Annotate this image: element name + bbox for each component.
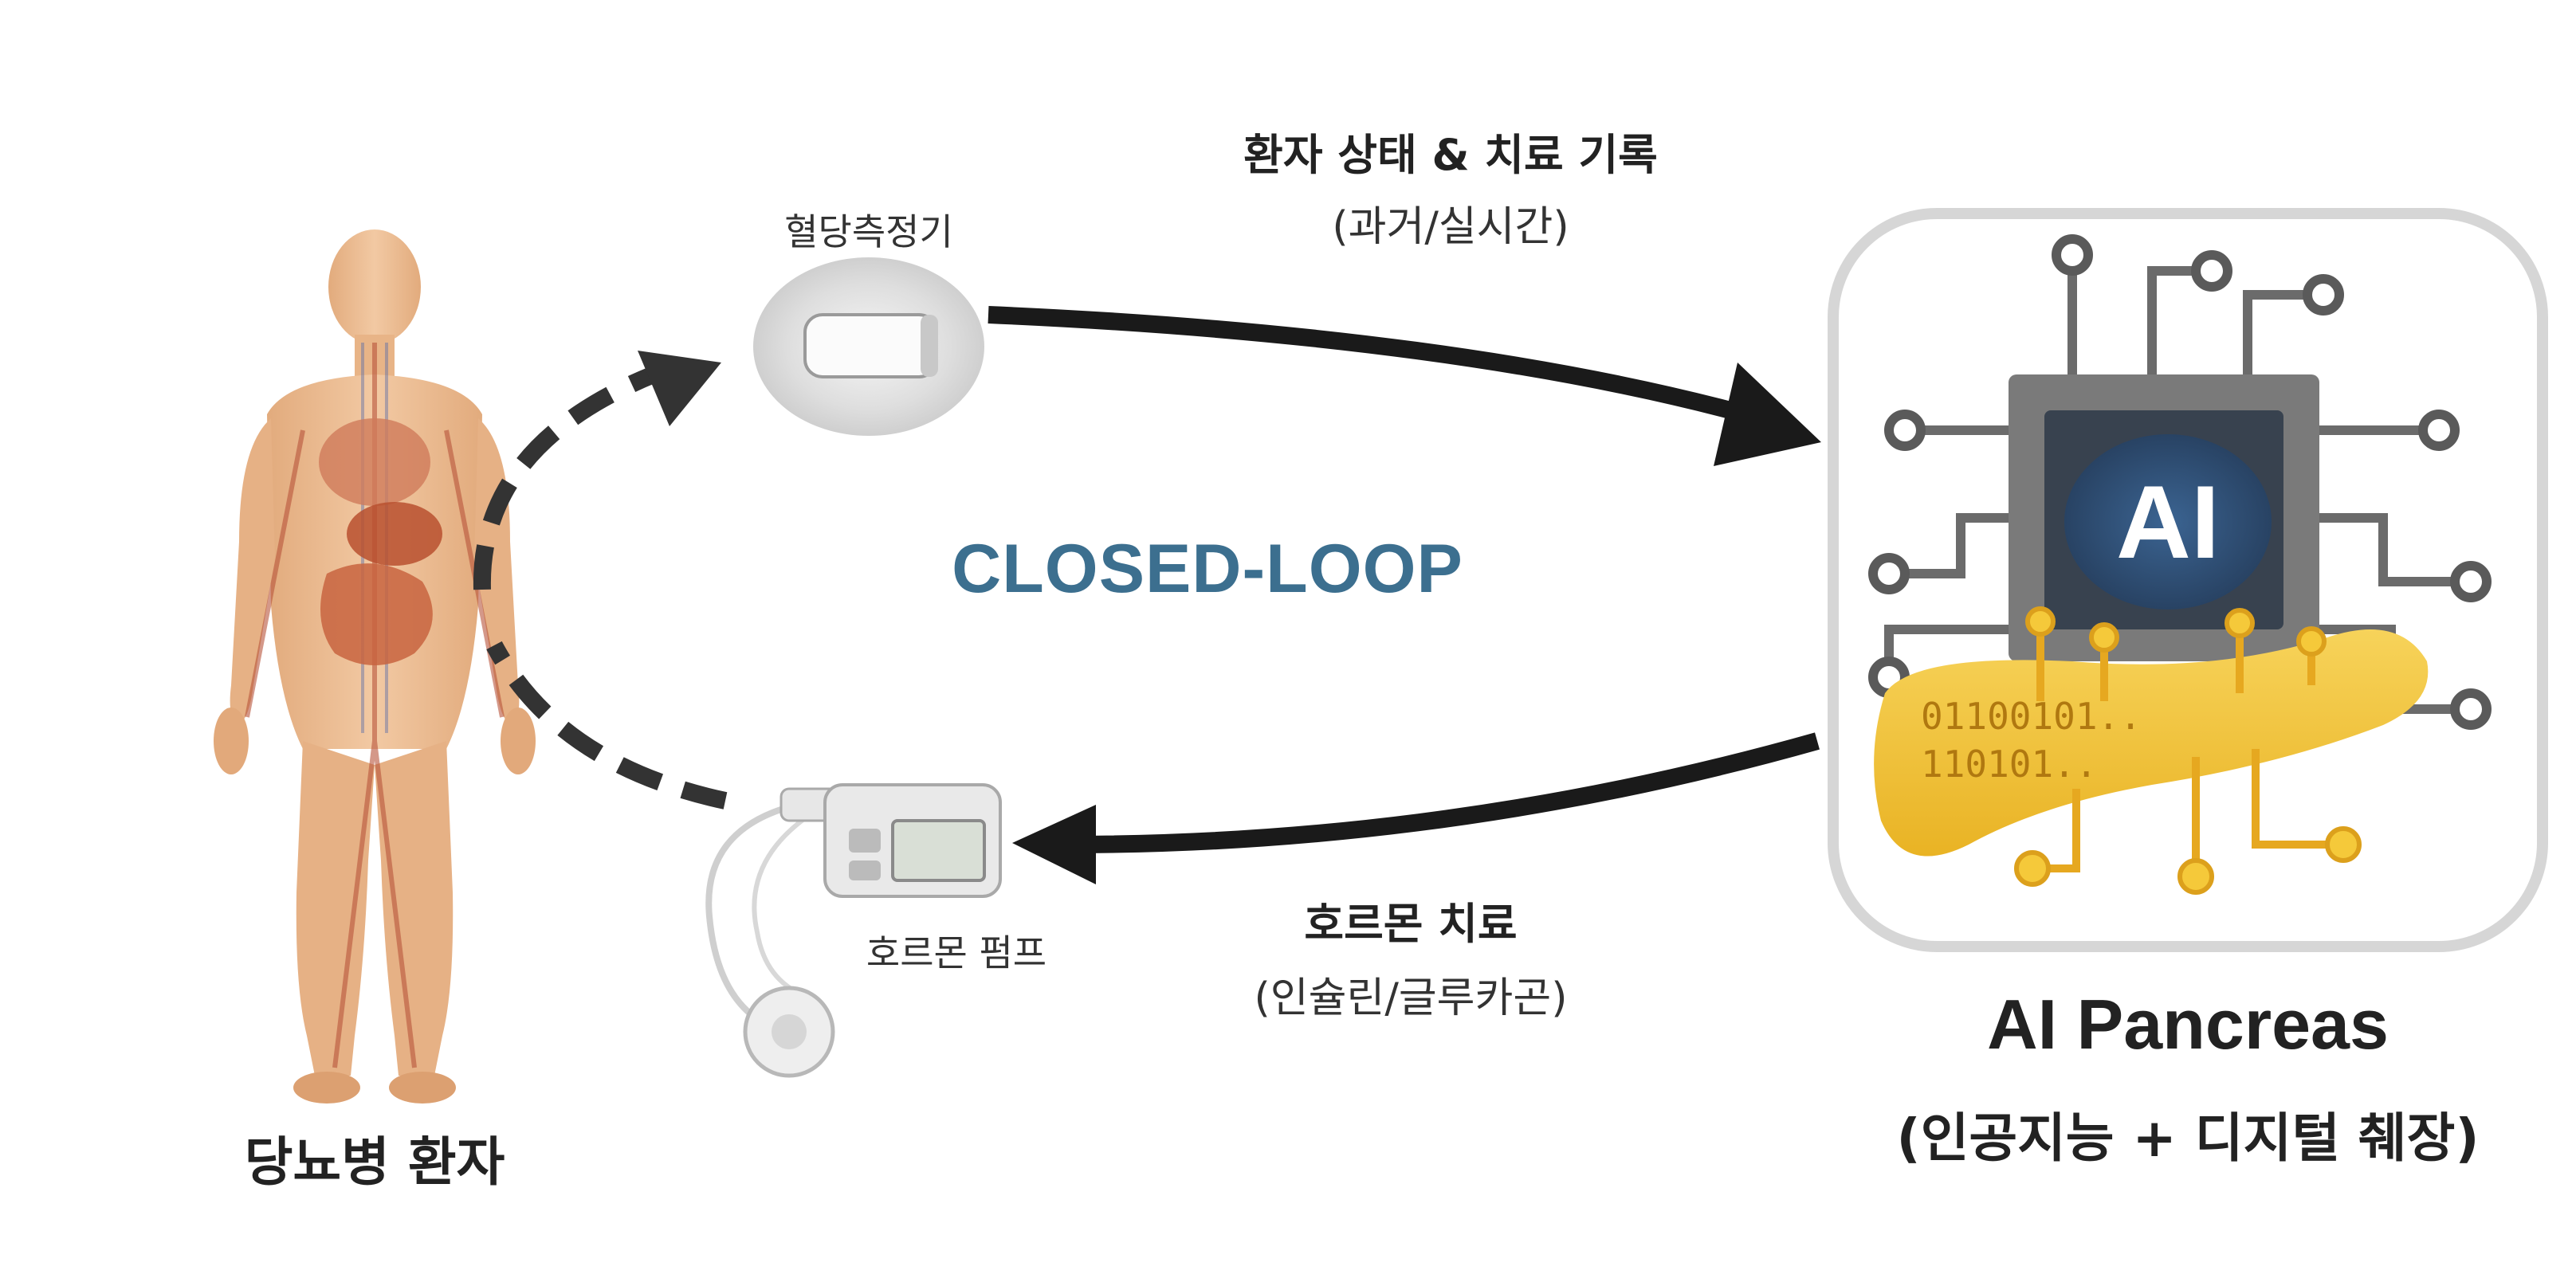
insulin-pump-icon xyxy=(705,783,1002,1078)
glucose-meter-icon xyxy=(753,257,984,436)
ai-pancreas-icon: AI 01100101.. 110101.. xyxy=(1828,208,2548,952)
record-arrow-label: 환자 상태 & 치료 기록 xyxy=(1243,130,1658,180)
ai-pancreas-title: AI Pancreas xyxy=(1987,985,2389,1064)
chip-label: AI xyxy=(2116,464,2220,580)
arrowhead-icon xyxy=(638,351,721,426)
arrow-to-pump xyxy=(1067,732,1820,853)
lungs-icon xyxy=(319,418,430,506)
intestine-icon xyxy=(320,563,433,665)
treatment-arrow-sublabel: (인슐린/글루카곤) xyxy=(1254,974,1568,1022)
pump-label: 호르몬 펌프 xyxy=(866,931,1047,974)
closed-loop-label: CLOSED-LOOP xyxy=(952,531,1463,607)
record-arrow-sublabel: (과거/실시간) xyxy=(1332,203,1569,251)
arrowhead-icon xyxy=(1714,363,1821,466)
treatment-arrow-label: 호르몬 치료 xyxy=(1304,899,1518,949)
dashed-arrow-to-cgm xyxy=(473,366,658,590)
ai-pancreas-subtitle: (인공지능 + 디지털 췌장) xyxy=(1896,1107,2480,1169)
patient-label: 당뇨병 환자 xyxy=(244,1131,505,1193)
human-body-icon xyxy=(214,229,536,1104)
binary-text-line-1: 01100101.. xyxy=(1921,695,2142,738)
binary-text-line-2: 110101.. xyxy=(1921,743,2098,786)
brain-icon xyxy=(2064,434,2272,610)
arrow-to-ai-pancreas xyxy=(988,306,1748,423)
cgm-label: 혈당측정기 xyxy=(784,210,953,253)
arrowhead-icon xyxy=(1012,805,1096,884)
dashed-arrow-from-pump xyxy=(486,641,728,810)
pancreas-icon xyxy=(1874,629,2429,857)
liver-icon xyxy=(347,502,442,566)
